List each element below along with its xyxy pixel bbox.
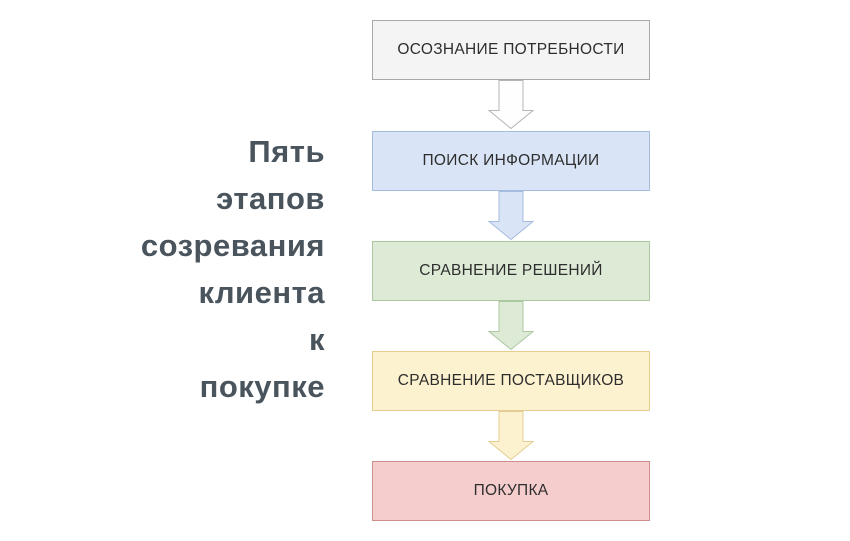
step-label: ПОКУПКА (473, 482, 549, 499)
diagram-title-line: клиента (198, 275, 325, 310)
step-label: СРАВНЕНИЕ ПОСТАВЩИКОВ (397, 372, 625, 389)
step-purchase: ПОКУПКА (372, 461, 650, 521)
diagram-title-line: покупке (199, 369, 325, 404)
down-arrow-connector-4 (488, 411, 534, 461)
down-arrow-icon (488, 191, 534, 241)
diagram-title-line: Пять (248, 134, 325, 169)
down-arrow-connector-2 (488, 191, 534, 241)
step-label: ОСОЗНАНИЕ ПОТРЕБНОСТИ (397, 41, 625, 58)
down-arrow-icon (488, 301, 534, 351)
step-information-search: ПОИСК ИНФОРМАЦИИ (372, 131, 650, 191)
step-solution-comparison: СРАВНЕНИЕ РЕШЕНИЙ (372, 241, 650, 301)
step-vendor-comparison: СРАВНЕНИЕ ПОСТАВЩИКОВ (372, 351, 650, 411)
step-need-recognition: ОСОЗНАНИЕ ПОТРЕБНОСТИ (372, 20, 650, 80)
down-arrow-icon (488, 80, 534, 130)
down-arrow-icon (488, 411, 534, 461)
step-label: СРАВНЕНИЕ РЕШЕНИЙ (419, 262, 603, 279)
down-arrow-connector-1 (488, 80, 534, 130)
diagram-title-line: к (308, 322, 325, 357)
down-arrow-connector-3 (488, 301, 534, 351)
diagram-title-line: созревания (140, 228, 325, 263)
step-label: ПОИСК ИНФОРМАЦИИ (422, 152, 600, 169)
diagram-title: Пять этапов созревания клиента к покупке (45, 128, 325, 410)
diagram-title-line: этапов (216, 181, 325, 216)
